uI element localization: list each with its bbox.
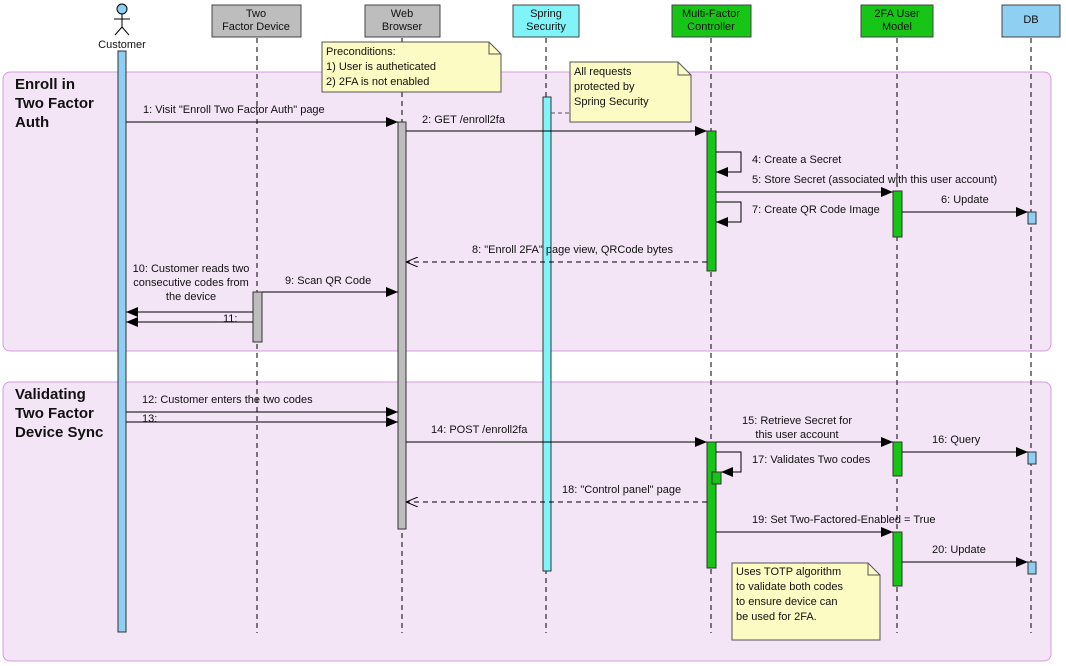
- messages: [126, 117, 1028, 567]
- activation-controller-1: [706, 130, 717, 272]
- participant-db: [1001, 4, 1061, 38]
- activation-controller-nested: [711, 471, 722, 485]
- activation-model-1: [892, 190, 903, 238]
- message-19-label: 19: Set Two-Factored-Enabled = True: [752, 514, 936, 526]
- activation-model-2: [892, 441, 903, 477]
- participant-security: [512, 4, 580, 38]
- activation-db-1: [1027, 211, 1037, 225]
- message-4-label: 4: Create a Secret: [752, 154, 841, 166]
- message-18-label: 18: "Control panel" page: [562, 484, 681, 496]
- message-7-arrow: [716, 201, 742, 227]
- message-16-label: 16: Query: [932, 434, 981, 446]
- message-2-label: 2: GET /enroll2fa: [422, 114, 506, 126]
- message-5-label: 5: Store Secret (associated with this us…: [752, 174, 997, 186]
- activation-security: [542, 96, 552, 572]
- message-9-label: 9: Scan QR Code: [285, 275, 371, 287]
- message-6-label: 6: Update: [941, 194, 989, 206]
- message-17-label: 17: Validates Two codes: [752, 454, 871, 466]
- participant-browser: [364, 4, 441, 38]
- activation-browser: [397, 121, 407, 530]
- message-17-arrow: [716, 451, 742, 477]
- activation-device: [252, 291, 263, 343]
- activation-db-3: [1027, 561, 1037, 575]
- participant-device: [211, 4, 302, 38]
- participant-db-label: DB: [1023, 14, 1038, 26]
- actor-label: Customer: [98, 39, 146, 51]
- activation-model-3: [892, 531, 903, 587]
- message-14-label: 14: POST /enroll2fa: [431, 424, 528, 436]
- activation-db-2: [1027, 451, 1037, 465]
- message-20-label: 20: Update: [932, 544, 986, 556]
- message-13-label: 13:: [142, 413, 157, 425]
- activation-customer: [117, 50, 127, 633]
- frame-enroll: [2, 71, 1052, 352]
- activations: [117, 50, 1037, 633]
- message-12-label: 12: Customer enters the two codes: [142, 394, 313, 406]
- message-labels: 1: Visit "Enroll Two Factor Auth" page 2…: [133, 104, 998, 556]
- participant-model: [860, 4, 934, 38]
- message-4-arrow: [716, 151, 742, 177]
- customer-actor: [114, 3, 130, 36]
- actor-head-icon: [116, 3, 128, 15]
- message-8-label: 8: "Enroll 2FA" page view, QRCode bytes: [472, 244, 674, 256]
- message-1-label: 1: Visit "Enroll Two Factor Auth" page: [143, 104, 325, 116]
- activation-controller-2: [706, 441, 717, 569]
- message-7-label: 7: Create QR Code Image: [752, 204, 880, 216]
- message-11-label: 11:: [223, 313, 237, 325]
- participant-controller: [671, 4, 752, 38]
